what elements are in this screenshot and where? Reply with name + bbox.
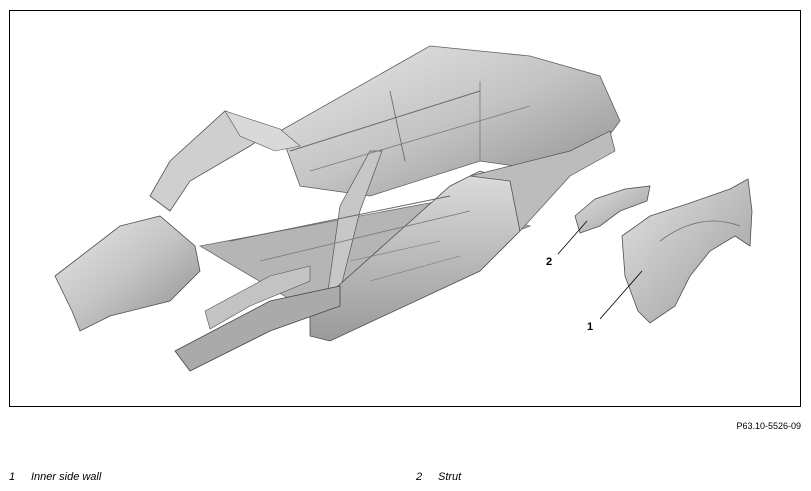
legend-item-1: 1 Inner side wall xyxy=(9,471,101,483)
legend-number: 2 xyxy=(416,471,423,483)
roof-header xyxy=(224,110,301,152)
figure-frame: 2 1 xyxy=(9,10,801,407)
front-left-assembly xyxy=(54,215,201,332)
callout-number-1: 1 xyxy=(587,321,594,333)
legend-label: Strut xyxy=(438,471,462,483)
callout-2-leader xyxy=(557,220,588,255)
legend-number: 1 xyxy=(9,471,16,483)
front-longitudinal-member xyxy=(174,285,341,372)
callout-number-2: 2 xyxy=(546,256,553,268)
inner-side-wall-part xyxy=(621,178,753,324)
figure-id: P63.10-5526-09 xyxy=(736,421,801,431)
rear-quarter xyxy=(469,130,616,232)
legend-item-2: 2 Strut xyxy=(416,471,461,483)
front-member-upper xyxy=(204,265,311,330)
car-body-illustration xyxy=(54,45,753,372)
callout-1-leader xyxy=(599,270,643,320)
strut-part xyxy=(574,185,651,234)
legend-label: Inner side wall xyxy=(31,471,102,483)
